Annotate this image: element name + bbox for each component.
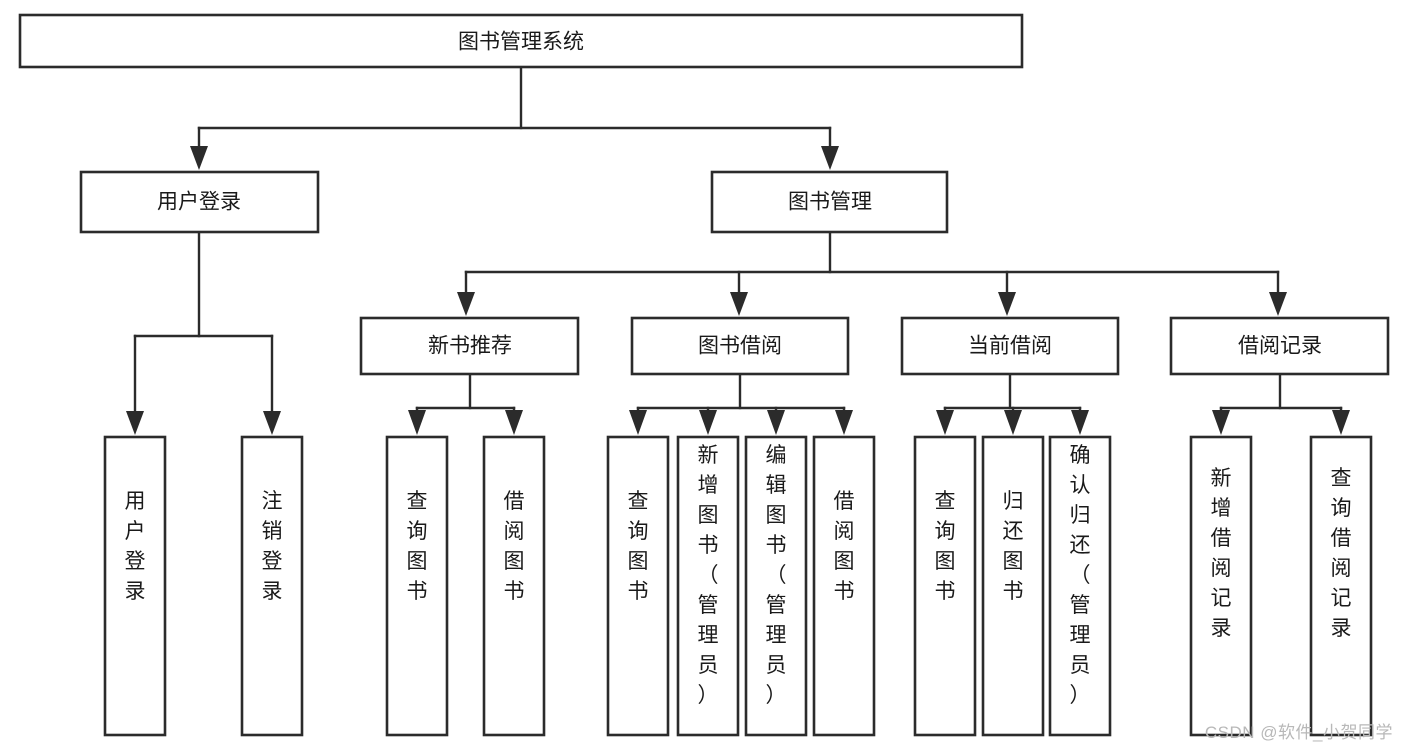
leaf-node-query-record[interactable]: 查询借阅记录 <box>1309 435 1373 737</box>
leaf-node-query-book-2[interactable]: 查询图书 <box>606 435 670 737</box>
leaf-add-record-box[interactable] <box>1189 435 1253 737</box>
leaf-confirm-return-label: 确认归还（管理员） <box>1070 444 1091 707</box>
leaf-node-confirm-return[interactable]: 确认归还（管理员） <box>1048 435 1112 737</box>
arrow-book-manage-to-recommend <box>457 292 475 316</box>
leaf-node-borrow-book-2[interactable]: 借阅图书 <box>812 435 876 737</box>
leaf-return-book-box[interactable] <box>981 435 1045 737</box>
arrow-current-to-leaf2 <box>1004 410 1022 435</box>
leaf-node-borrow-book-1[interactable]: 借阅图书 <box>482 435 546 737</box>
leaf-borrow-book-1-box[interactable] <box>482 435 546 737</box>
arrow-book-manage-to-borrow <box>730 292 748 316</box>
node-book-manage[interactable]: 图书管理 <box>710 170 949 234</box>
node-borrow-record-label: 借阅记录 <box>1238 335 1322 358</box>
connector-layer <box>126 65 1350 435</box>
arrow-record-to-leaf1 <box>1212 410 1230 435</box>
arrow-current-to-leaf1 <box>936 410 954 435</box>
arrow-borrow-to-leaf3 <box>767 410 785 435</box>
arrow-book-manage-to-record <box>1269 292 1287 316</box>
node-book-manage-label: 图书管理 <box>788 191 872 214</box>
arrow-root-to-user-login <box>190 146 208 170</box>
leaf-borrow-book-2-box[interactable] <box>812 435 876 737</box>
leaf-node-logout[interactable]: 注销登录 <box>240 435 304 737</box>
leaf-query-book-2-label: 查询图书 <box>628 490 649 603</box>
arrow-user-login-to-leaf2 <box>263 411 281 435</box>
leaf-node-return-book[interactable]: 归还图书 <box>981 435 1045 737</box>
arrow-borrow-to-leaf2 <box>699 410 717 435</box>
node-borrow-record-box[interactable] <box>1169 316 1390 376</box>
arrow-book-manage-to-current <box>998 292 1016 316</box>
node-layer: 图书管理系统 用户登录 图书管理 新书推荐 图书借阅 当前 <box>18 13 1390 737</box>
arrow-record-to-leaf2 <box>1332 410 1350 435</box>
leaf-query-book-2-box[interactable] <box>606 435 670 737</box>
node-user-login-box[interactable] <box>79 170 320 234</box>
leaf-return-book-label: 归还图书 <box>1003 490 1024 603</box>
leaf-node-add-book[interactable]: 新增图书（管理员） <box>676 435 740 737</box>
node-current-borrow[interactable]: 当前借阅 <box>900 316 1120 376</box>
leaf-add-book-label: 新增图书（管理员） <box>698 444 719 707</box>
arrow-borrow-to-leaf4 <box>835 410 853 435</box>
leaf-edit-book-label: 编辑图书（管理员） <box>766 444 787 707</box>
leaf-query-book-3-label: 查询图书 <box>935 490 956 603</box>
node-borrow-record[interactable]: 借阅记录 <box>1169 316 1390 376</box>
leaf-query-book-1-label: 查询图书 <box>407 490 428 603</box>
arrow-borrow-to-leaf1 <box>629 410 647 435</box>
node-user-login-label: 用户登录 <box>157 191 241 214</box>
leaf-borrow-book-1-label: 借阅图书 <box>504 490 525 603</box>
leaf-query-record-box[interactable] <box>1309 435 1373 737</box>
leaf-edit-book-box[interactable] <box>744 435 808 737</box>
node-new-book-recommend[interactable]: 新书推荐 <box>359 316 580 376</box>
arrow-recommend-to-leaf2 <box>505 410 523 435</box>
leaf-node-add-record[interactable]: 新增借阅记录 <box>1189 435 1253 737</box>
node-book-borrow-box[interactable] <box>630 316 850 376</box>
leaf-user-login-label: 用户登录 <box>125 490 146 603</box>
arrow-root-to-book-manage <box>821 146 839 170</box>
leaf-node-query-book-1[interactable]: 查询图书 <box>385 435 449 737</box>
node-book-manage-box[interactable] <box>710 170 949 234</box>
node-root[interactable]: 图书管理系统 <box>18 13 1024 69</box>
leaf-logout-label: 注销登录 <box>262 490 283 603</box>
node-book-borrow-label: 图书借阅 <box>698 335 782 358</box>
arrow-recommend-to-leaf1 <box>408 410 426 435</box>
leaf-query-book-3-box[interactable] <box>913 435 977 737</box>
leaf-node-query-book-3[interactable]: 查询图书 <box>913 435 977 737</box>
leaf-logout-box[interactable] <box>240 435 304 737</box>
leaf-borrow-book-2-label: 借阅图书 <box>834 490 855 603</box>
leaf-node-edit-book[interactable]: 编辑图书（管理员） <box>744 435 808 737</box>
node-book-borrow[interactable]: 图书借阅 <box>630 316 850 376</box>
leaf-user-login-box[interactable] <box>103 435 167 737</box>
arrow-current-to-leaf3 <box>1071 410 1089 435</box>
leaf-query-record-label: 查询借阅记录 <box>1331 467 1352 640</box>
leaf-add-record-label: 新增借阅记录 <box>1211 467 1232 640</box>
leaf-query-book-1-box[interactable] <box>385 435 449 737</box>
node-current-borrow-box[interactable] <box>900 316 1120 376</box>
leaf-confirm-return-box[interactable] <box>1048 435 1112 737</box>
node-root-label: 图书管理系统 <box>458 31 584 54</box>
leaf-node-user-login[interactable]: 用户登录 <box>103 435 167 737</box>
node-new-book-recommend-box[interactable] <box>359 316 580 376</box>
arrow-user-login-to-leaf1 <box>126 411 144 435</box>
node-root-box[interactable] <box>18 13 1024 69</box>
node-current-borrow-label: 当前借阅 <box>968 335 1052 358</box>
node-new-book-recommend-label: 新书推荐 <box>428 335 512 358</box>
node-user-login[interactable]: 用户登录 <box>79 170 320 234</box>
leaf-add-book-box[interactable] <box>676 435 740 737</box>
